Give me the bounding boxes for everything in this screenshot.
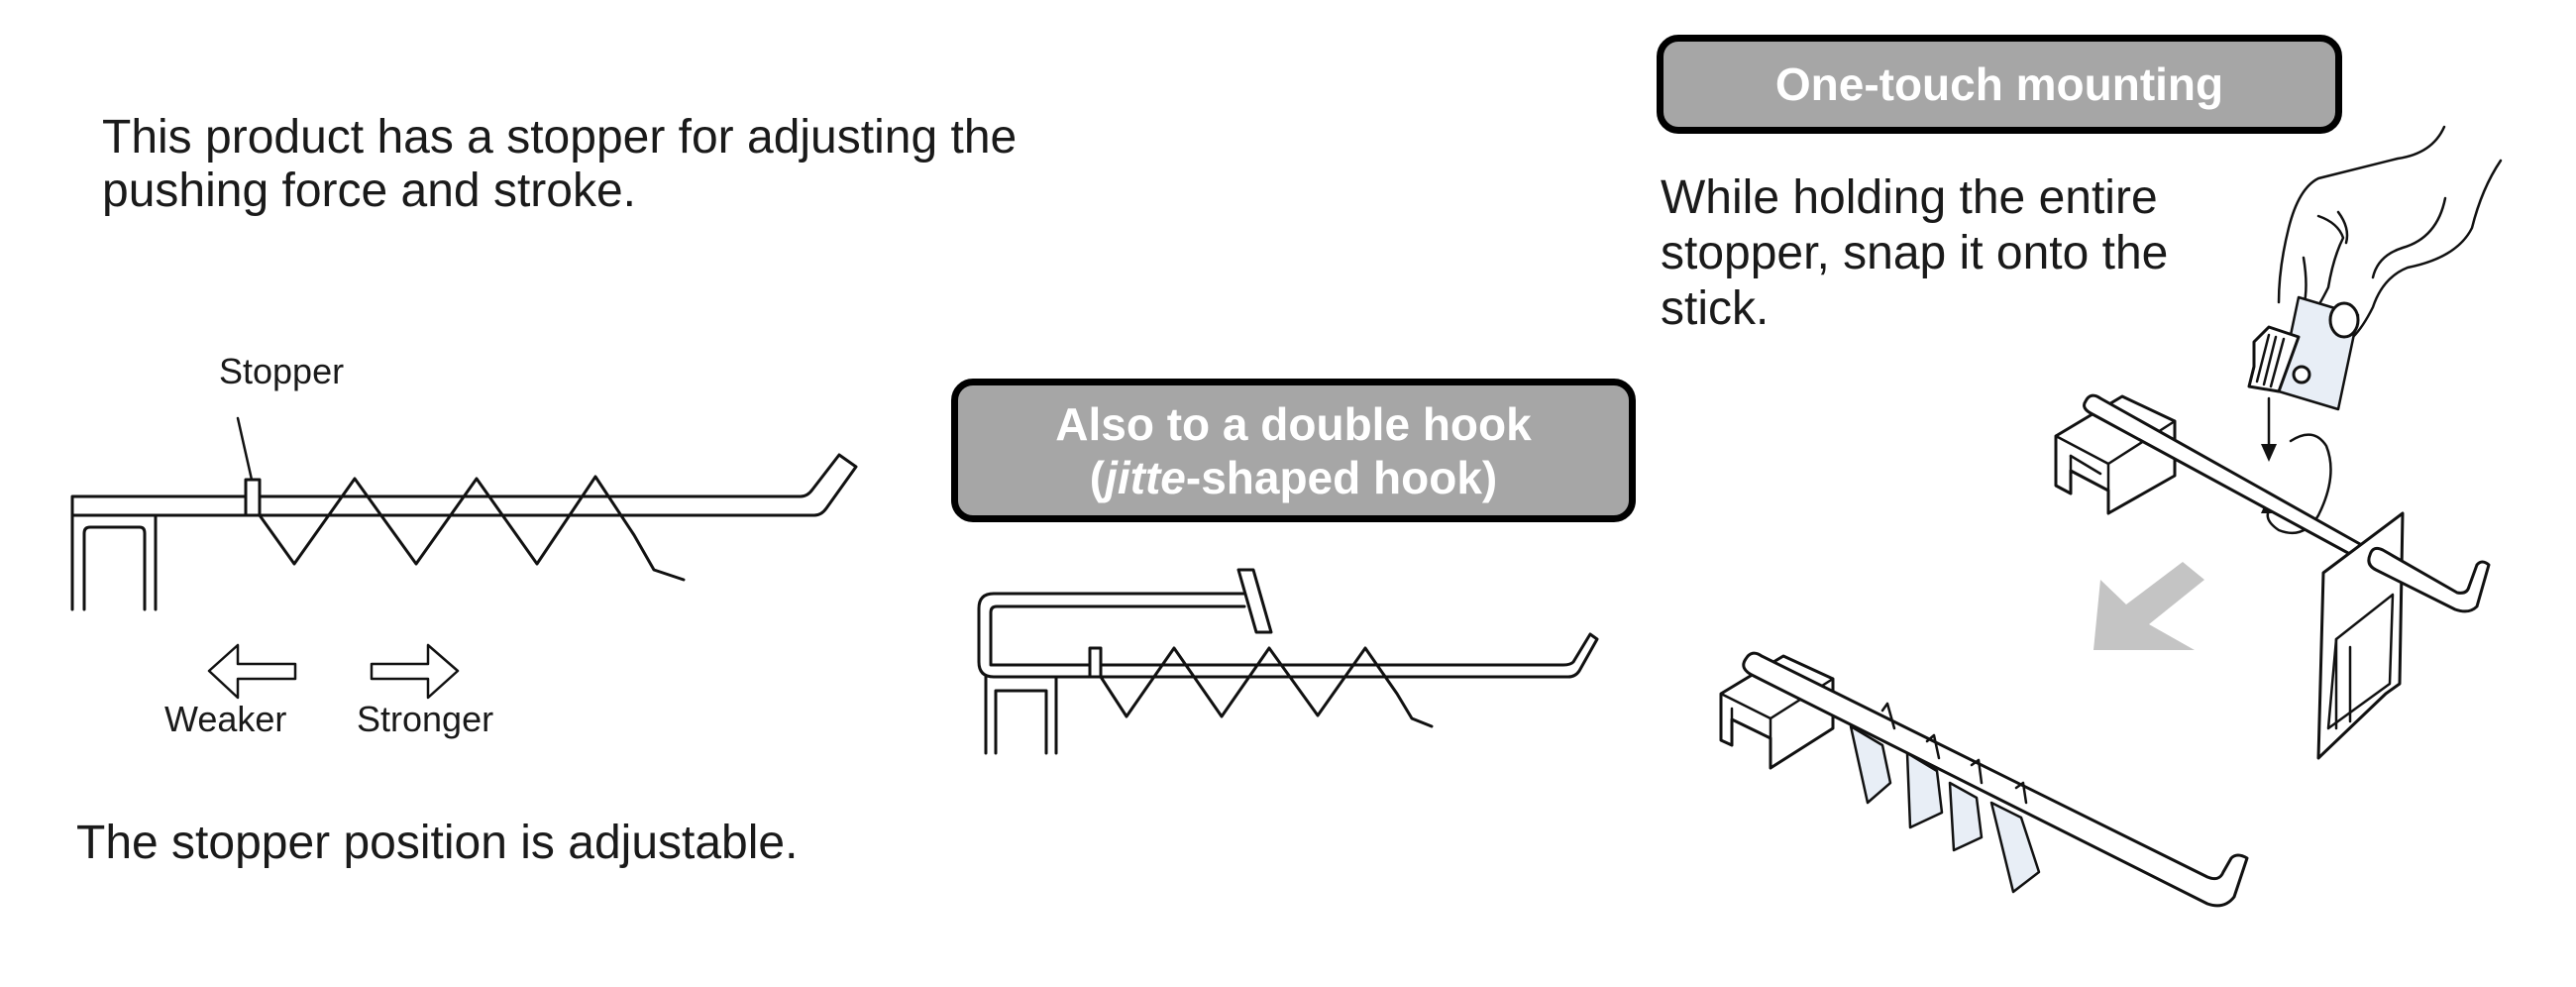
one-touch-banner: One-touch mounting — [1657, 35, 2342, 134]
zigzag-spring — [258, 475, 686, 582]
upper-bracket — [2054, 394, 2177, 515]
upper-rod-hook — [2367, 546, 2491, 613]
lower-rod — [1742, 651, 2249, 908]
mounted-stoppers — [1849, 702, 2041, 894]
bracket — [82, 525, 147, 611]
instruction-line-3: stick. — [1661, 282, 1770, 335]
paren-open: ( — [1089, 451, 1106, 503]
double-hook-bracket — [994, 689, 1048, 755]
rotate-arrow-icon — [2266, 433, 2332, 535]
stopper-leader-line — [236, 416, 254, 482]
t-bar — [1236, 568, 1273, 634]
instruction-line-2: stopper, snap it onto the — [1661, 227, 2169, 279]
stronger-label: Stronger — [357, 699, 494, 739]
jitte-term: jitte — [1105, 451, 1186, 503]
stopper-icon — [244, 478, 262, 517]
stopper-label: Stopper — [219, 351, 345, 391]
double-hook-zigzag — [1099, 646, 1434, 728]
upper-rod — [2083, 393, 2378, 567]
intro-line-2: pushing force and stroke. — [102, 164, 636, 217]
weaker-label: Weaker — [164, 699, 287, 739]
hand-icon — [2247, 125, 2503, 411]
mounting-plate — [2316, 511, 2405, 760]
hook-rod — [70, 453, 858, 517]
intro-text: This product has a stopper for adjusting… — [102, 111, 1017, 218]
banner-line-2: (jitte-shaped hook) — [1090, 451, 1497, 504]
banner-line-2-rest: -shaped hook) — [1185, 451, 1498, 503]
one-touch-title: One-touch mounting — [1774, 58, 2224, 110]
result-arrow-icon — [2093, 562, 2204, 650]
mounting-instructions: While holding the entire stopper, snap i… — [1661, 170, 2168, 337]
intro-line-1: This product has a stopper for adjusting… — [102, 111, 1018, 164]
double-hook-banner: Also to a double hook (jitte-shaped hook… — [951, 379, 1636, 522]
weaker-arrow-icon — [207, 643, 297, 700]
insert-arrow-icon — [2261, 444, 2277, 462]
double-hook-stopper-icon — [1088, 646, 1103, 679]
banner-line-1: Also to a double hook — [1055, 397, 1532, 450]
lower-bracket — [1719, 654, 1835, 770]
instruction-line-1: While holding the entire — [1661, 171, 2158, 224]
double-hook-rod — [977, 592, 1599, 679]
held-stopper-icon — [2277, 295, 2360, 411]
stronger-arrow-icon — [370, 643, 460, 700]
adjustable-footer: The stopper position is adjustable. — [76, 817, 799, 869]
